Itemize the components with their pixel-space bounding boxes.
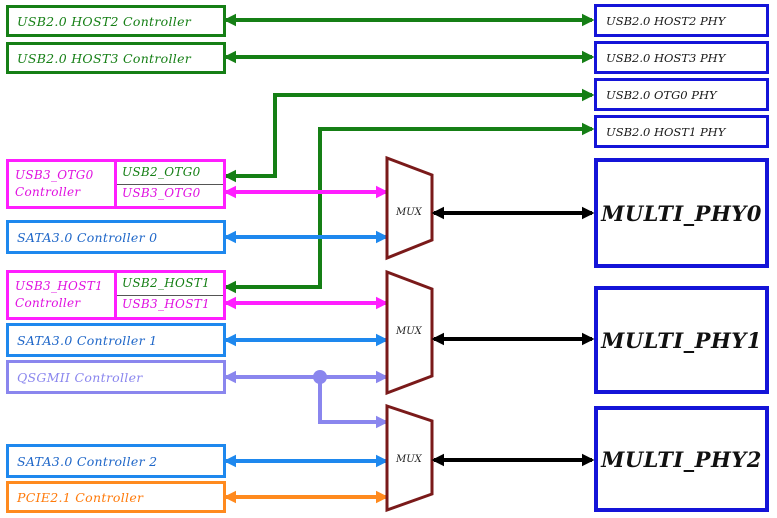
- usb2-host3-phy: USB2.0 HOST3 PHY: [594, 41, 769, 74]
- usb3-otg0-controller-name: USB3_OTG0 Controller: [15, 168, 94, 199]
- multi-phy-1: MULTI_PHY1: [594, 286, 769, 394]
- pcie-controller-label: PCIE2.1 Controller: [17, 489, 144, 505]
- multi-phy-0: MULTI_PHY0: [594, 158, 769, 268]
- mux-2: [385, 403, 434, 513]
- usb2-host1-phy: USB2.0 HOST1 PHY: [594, 115, 769, 148]
- usb3-otg0-usb3-port: USB3_OTG0: [122, 186, 201, 200]
- usb3-host1-controller: USB3_HOST1 Controller USB2_HOST1 USB3_HO…: [6, 270, 226, 320]
- usb2-host2-controller-label: USB2.0 HOST2 Controller: [17, 13, 192, 29]
- sata-controller-1: SATA3.0 Controller 1: [6, 323, 226, 357]
- usb2-host2-controller: USB2.0 HOST2 Controller: [6, 5, 226, 37]
- mux-2-label: MUX: [396, 454, 422, 465]
- usb2-host2-phy-label: USB2.0 HOST2 PHY: [606, 13, 726, 28]
- sata-controller-2: SATA3.0 Controller 2: [6, 444, 226, 478]
- usb3-host1-divider-v: [114, 273, 117, 317]
- multi-phy-1-label: MULTI_PHY1: [601, 327, 762, 353]
- link-host1-usb2: [223, 122, 595, 294]
- usb2-host3-controller: USB2.0 HOST3 Controller: [6, 42, 226, 74]
- usb3-host1-divider-h: [117, 295, 223, 296]
- usb3-host1-controller-name: USB3_HOST1 Controller: [15, 279, 103, 310]
- multi-phy-0-label: MULTI_PHY0: [601, 200, 762, 226]
- usb2-host3-phy-label: USB2.0 HOST3 PHY: [606, 50, 726, 65]
- mux-0-label: MUX: [396, 207, 422, 218]
- usb2-host1-phy-label: USB2.0 HOST1 PHY: [606, 124, 726, 139]
- usb3-otg0-controller: USB3_OTG0 Controller USB2_OTG0 USB3_OTG0: [6, 159, 226, 209]
- multi-phy-2-label: MULTI_PHY2: [601, 446, 762, 472]
- qsgmii-junction-dot: [313, 370, 327, 384]
- link-qsgmii-branch: [318, 377, 389, 429]
- usb3-host1-usb3-port: USB3_HOST1: [122, 297, 210, 311]
- usb2-host3-controller-label: USB2.0 HOST3 Controller: [17, 50, 192, 66]
- usb2-host2-phy: USB2.0 HOST2 PHY: [594, 4, 769, 37]
- usb3-otg0-usb2-port: USB2_OTG0: [122, 165, 201, 179]
- qsgmii-controller-label: QSGMII Controller: [17, 369, 143, 385]
- sata-controller-0: SATA3.0 Controller 0: [6, 220, 226, 254]
- qsgmii-controller: QSGMII Controller: [6, 360, 226, 394]
- sata-controller-1-label: SATA3.0 Controller 1: [17, 332, 158, 348]
- link-otg0-usb2: [223, 88, 595, 183]
- usb3-otg0-divider-h: [117, 184, 223, 185]
- mux-0: [385, 155, 434, 261]
- usb3-host1-usb2-port: USB2_HOST1: [122, 276, 210, 290]
- sata-controller-2-label: SATA3.0 Controller 2: [17, 453, 158, 469]
- usb2-otg0-phy-label: USB2.0 OTG0 PHY: [606, 87, 717, 102]
- usb3-otg0-divider-v: [114, 162, 117, 206]
- sata-controller-0-label: SATA3.0 Controller 0: [17, 229, 158, 245]
- mux-1: [385, 269, 434, 396]
- pcie-controller: PCIE2.1 Controller: [6, 481, 226, 513]
- mux-1-label: MUX: [396, 326, 422, 337]
- usb2-otg0-phy: USB2.0 OTG0 PHY: [594, 78, 769, 111]
- multi-phy-2: MULTI_PHY2: [594, 406, 769, 512]
